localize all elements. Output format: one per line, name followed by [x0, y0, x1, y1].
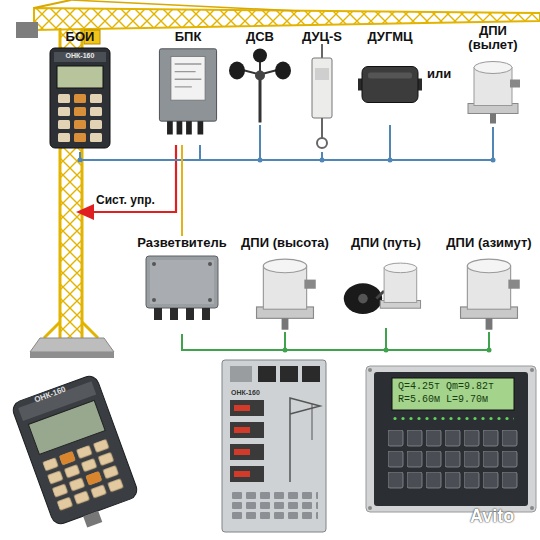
encoder-sensor-drawing	[462, 52, 524, 127]
encoder-sensor: ДПИ (высота)	[234, 236, 336, 332]
signal-name: Сист. упр.	[96, 193, 155, 207]
device-name: ДПИ (вылет)	[462, 24, 524, 52]
wire-line	[200, 127, 493, 160]
device-name: БОИ	[66, 30, 95, 44]
wire-line	[182, 328, 386, 350]
encoder-sensor: ДПИ (азимут)	[438, 236, 540, 332]
device-name: ДПИ (путь)	[351, 236, 421, 250]
signal-wire	[200, 125, 263, 163]
wire-junction	[491, 158, 496, 163]
encoder-sensor-drawing	[234, 250, 336, 332]
wire-line	[181, 145, 183, 236]
angle-sensor-drawing	[358, 44, 422, 125]
control-unit: БПК	[148, 30, 228, 145]
wire-line	[200, 125, 390, 160]
control-unit-drawing	[148, 44, 228, 145]
angle-sensor: ДУГМЦ	[358, 30, 422, 125]
wire-line	[182, 332, 285, 350]
path-encoder-drawing	[338, 250, 434, 328]
wind-sensor-drawing	[228, 44, 292, 125]
display-unit: БОИ ОНК-160	[48, 30, 112, 152]
crane-jib	[16, 0, 540, 44]
watermark: Avito	[470, 506, 514, 526]
device-name: ДУГМЦ	[367, 30, 412, 44]
crane-base	[30, 338, 114, 358]
junction-box: Разветвитель	[132, 236, 232, 334]
load-sensor-drawing	[300, 44, 344, 152]
wire-junction	[78, 158, 83, 163]
handheld-display-unit	[10, 374, 143, 538]
encoder-sensor: ДПИ (вылет)	[462, 24, 524, 127]
wire-junction	[487, 348, 492, 353]
model-name: ОНК-160	[48, 52, 112, 60]
control-signal-arrow	[76, 145, 176, 220]
display-unit-drawing	[48, 44, 112, 152]
lcd-readout: Q=4.25т Qm=9.82т	[398, 381, 494, 393]
panel-display-unit	[222, 360, 326, 532]
device-name: ДПИ (высота)	[241, 236, 329, 250]
path-encoder: ДПИ (путь)	[338, 236, 434, 328]
signal-wire	[182, 328, 389, 353]
signal-wire	[182, 332, 492, 353]
encoder-sensor-drawing	[438, 250, 540, 332]
junction-box-drawing	[132, 250, 232, 334]
signal-wire	[200, 125, 393, 163]
model-name: ОНК-160	[231, 388, 260, 397]
alternative-note: или	[427, 66, 451, 81]
wire-line	[182, 332, 489, 350]
wind-sensor: ДСВ	[228, 30, 292, 125]
signal-wire	[200, 127, 496, 163]
load-sensor: ДУЦ-S	[300, 30, 344, 152]
lcd-readout: R=5.60м L=9.70м	[398, 394, 488, 406]
device-name: БПК	[175, 30, 202, 44]
device-name: ДУЦ-S	[302, 30, 342, 44]
device-name: Разветвитель	[137, 236, 226, 250]
device-name: ДСВ	[246, 30, 274, 44]
crane-indicator-unit	[366, 366, 536, 512]
wire-line	[200, 145, 322, 160]
device-name: ДПИ (азимут)	[446, 236, 531, 250]
signal-wire	[182, 145, 183, 236]
wire-line	[200, 125, 260, 160]
